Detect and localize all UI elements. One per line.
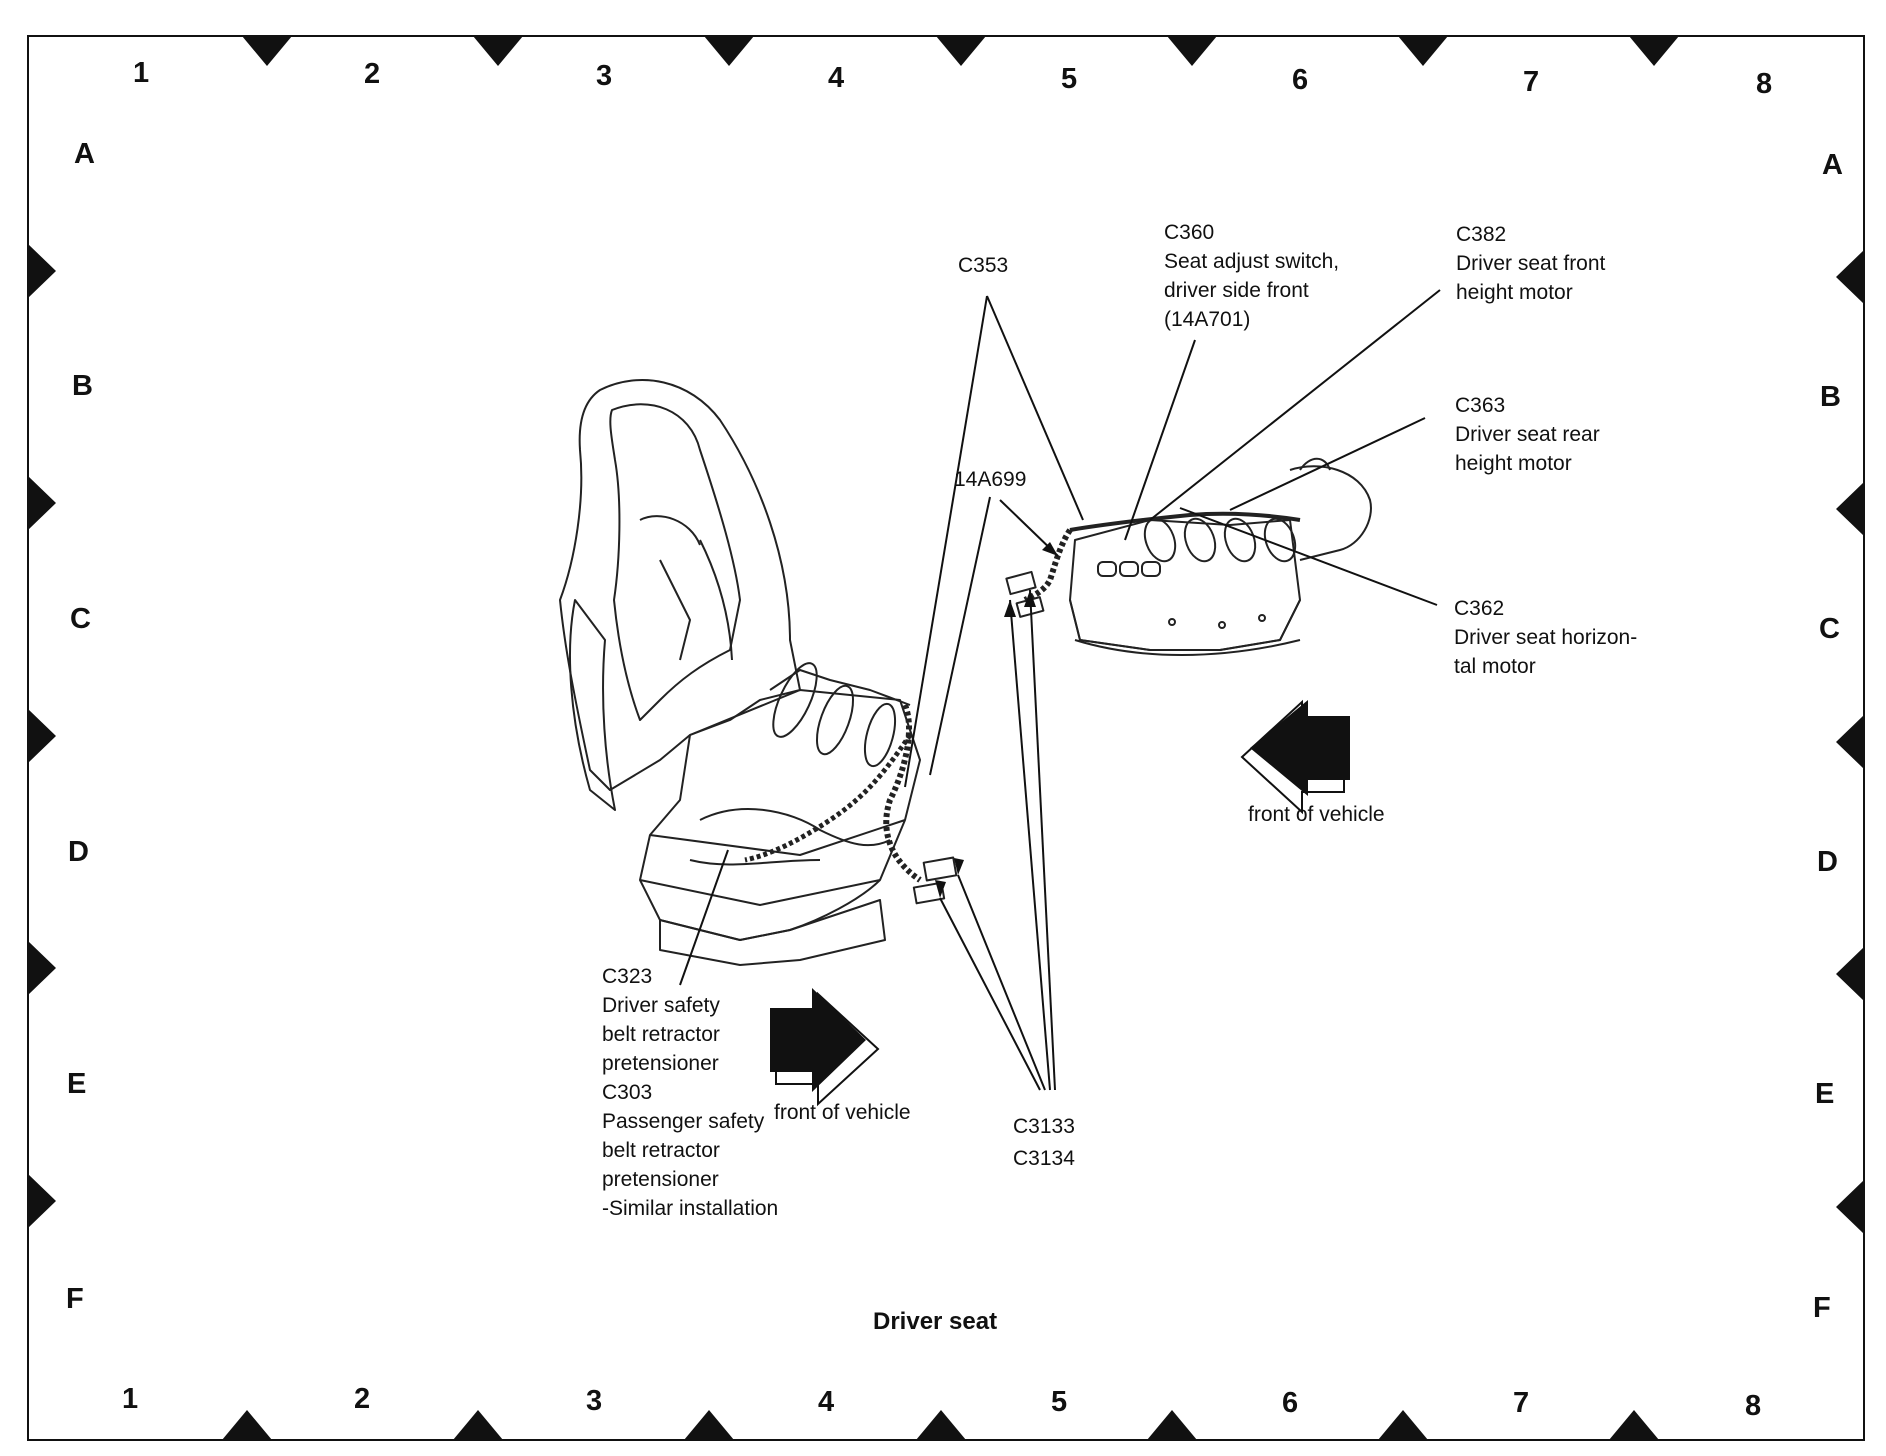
callout-c382-line-1: C382	[1456, 223, 1507, 246]
callout-c363: C363 Driver seat rear height motor	[1455, 391, 1600, 478]
grid-row-right-a: A	[1822, 149, 1843, 181]
grid-row-right-b: B	[1820, 381, 1841, 413]
callout-c303-line-1: C303	[602, 1081, 653, 1104]
seat-switch-assembly-illustration	[1005, 457, 1372, 656]
front-arrow-right	[770, 988, 880, 1107]
grid-col-top-1: 1	[133, 57, 150, 89]
grid-col-bottom-6: 6	[1282, 1387, 1299, 1419]
grid-col-top-3: 3	[596, 60, 613, 92]
callout-c353: C353	[958, 254, 1009, 277]
grid-col-bottom-8: 8	[1745, 1390, 1762, 1422]
grid-col-top-6: 6	[1292, 64, 1309, 96]
grid-row-right-c: C	[1819, 613, 1840, 645]
grid-col-top-5: 5	[1061, 63, 1078, 95]
callout-c362-line-2: Driver seat horizon-	[1454, 626, 1638, 649]
callout-c3133: C3133	[1013, 1115, 1075, 1138]
grid-row-left-e: E	[67, 1068, 87, 1100]
callout-c360-line-2: Seat adjust switch,	[1164, 250, 1340, 273]
callout-c323-line-1: C323	[602, 965, 653, 988]
grid-col-bottom-1: 1	[122, 1383, 139, 1415]
left-grid-markers	[28, 244, 56, 1228]
front-arrow-left	[1240, 699, 1350, 815]
callout-c360-line-3: driver side front	[1164, 279, 1309, 302]
callout-c323-c303: C323 Driver safety belt retractor preten…	[602, 962, 778, 1223]
callout-c362: C362 Driver seat horizon- tal motor	[1454, 594, 1637, 681]
driver-seat-illustration	[559, 379, 958, 966]
leader-lines	[679, 289, 1441, 1091]
grid-col-bottom-5: 5	[1051, 1386, 1068, 1418]
callout-c303-line-2: Passenger safety	[602, 1110, 765, 1133]
callout-c303-line-5: -Similar installation	[602, 1197, 779, 1220]
callout-c323-line-2: Driver safety	[602, 994, 720, 1017]
grid-row-left-b: B	[72, 370, 93, 402]
grid-row-left-f: F	[66, 1283, 84, 1315]
callout-c362-line-1: C362	[1454, 597, 1505, 620]
bottom-grid-markers	[222, 1410, 1659, 1440]
grid-col-bottom-2: 2	[354, 1383, 371, 1415]
grid-col-top-2: 2	[364, 58, 381, 90]
grid-row-right-d: D	[1817, 846, 1838, 878]
top-grid-markers	[242, 36, 1679, 66]
callout-c303-line-3: belt retractor	[602, 1139, 720, 1162]
grid-row-right-f: F	[1813, 1292, 1831, 1324]
grid-col-top-4: 4	[828, 62, 845, 94]
callout-c382-line-2: Driver seat front	[1456, 252, 1606, 275]
callout-c363-line-3: height motor	[1455, 452, 1572, 475]
callout-c3134: C3134	[1013, 1147, 1075, 1170]
grid-row-left-d: D	[68, 836, 89, 868]
right-grid-markers	[1836, 250, 1864, 1234]
callout-c303-line-4: pretensioner	[602, 1168, 719, 1191]
callout-c382: C382 Driver seat front height motor	[1456, 220, 1605, 307]
front-of-vehicle-label-lower: front of vehicle	[774, 1101, 911, 1124]
callout-c3133-c3134: C3133 C3134	[1013, 1111, 1075, 1175]
callout-c363-line-2: Driver seat rear	[1455, 423, 1600, 446]
callout-c323-line-4: pretensioner	[602, 1052, 719, 1075]
grid-col-top-7: 7	[1523, 66, 1540, 98]
callout-c360-line-1: C360	[1164, 221, 1215, 244]
callout-c363-line-1: C363	[1455, 394, 1506, 417]
callout-c382-line-3: height motor	[1456, 281, 1573, 304]
grid-col-bottom-4: 4	[818, 1386, 835, 1418]
leader-arrowheads	[935, 542, 1058, 898]
callout-c323-line-3: belt retractor	[602, 1023, 720, 1046]
grid-col-bottom-7: 7	[1513, 1387, 1530, 1419]
grid-col-top-8: 8	[1756, 68, 1773, 100]
grid-row-left-a: A	[74, 138, 95, 170]
front-of-vehicle-label-upper: front of vehicle	[1248, 803, 1385, 826]
callout-14a699: 14A699	[954, 468, 1027, 491]
grid-col-bottom-3: 3	[586, 1385, 603, 1417]
callout-c360: C360 Seat adjust switch, driver side fro…	[1164, 218, 1339, 334]
callout-c360-line-4: (14A701)	[1164, 308, 1251, 331]
grid-row-right-e: E	[1815, 1078, 1835, 1110]
callout-c362-line-3: tal motor	[1454, 655, 1536, 678]
grid-row-left-c: C	[70, 603, 91, 635]
diagram-title: Driver seat	[873, 1308, 998, 1335]
